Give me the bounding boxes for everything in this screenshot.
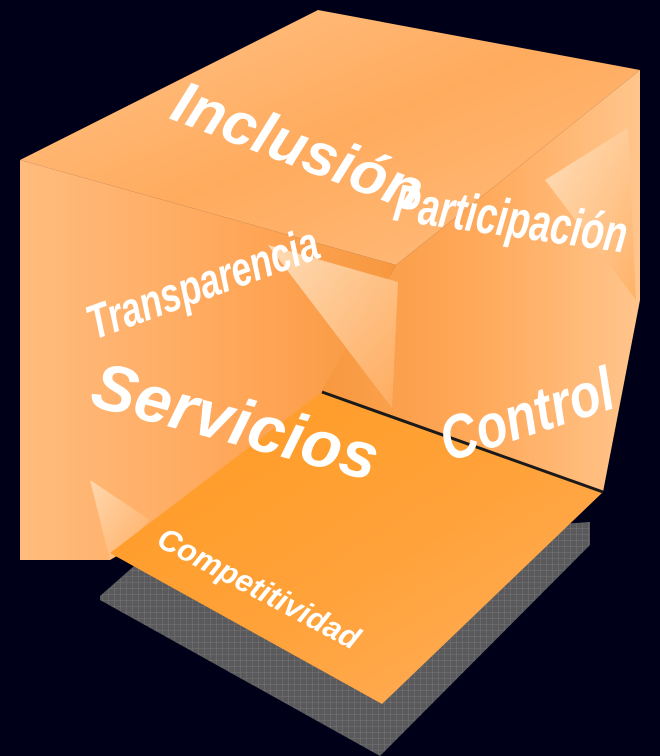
floor-edge — [321, 390, 604, 494]
corner-highlight-right — [545, 128, 636, 300]
floor-face — [110, 392, 603, 704]
corner-highlight-left — [90, 480, 150, 560]
inner-highlight-left — [268, 245, 398, 408]
top-face — [20, 10, 640, 265]
